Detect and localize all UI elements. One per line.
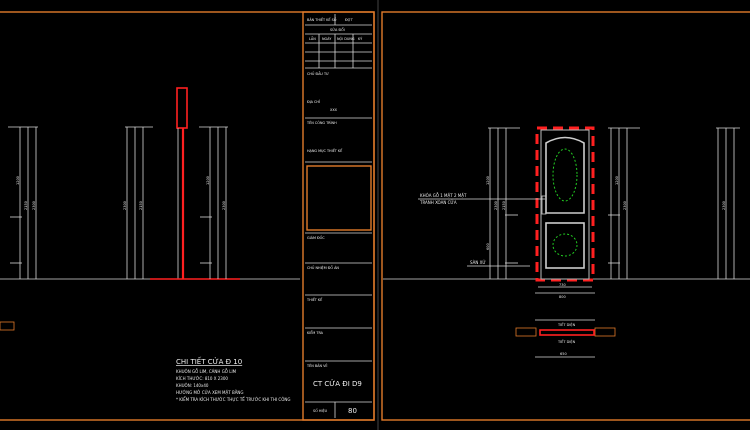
- dim-total: 2300: [623, 201, 627, 210]
- dim-total: 2300: [32, 201, 36, 210]
- dim-leaf: 2150: [139, 201, 143, 210]
- dim-inner-width: 730: [559, 283, 566, 287]
- dim-total: 2300: [222, 201, 226, 210]
- dim-upper: 1200: [615, 176, 619, 185]
- door-elevation: KHÓA GỖ 1 MẶT 2 MẶT TRANH XOAN CỬA SÀN X…: [383, 126, 750, 299]
- field-owner: CHỦ ĐẦU TƯ: [307, 71, 329, 76]
- drawing-name-label: TÊN BẢN VẼ: [306, 363, 328, 368]
- door-section: TIẾT DIỆN TIẾT DIỆN 650: [515, 319, 616, 358]
- notes-title: CHI TIẾT CỬA Đ 10: [176, 356, 242, 366]
- header-left: BẢN THIẾT KẾ SỐ: [307, 16, 337, 22]
- note-line: KHUÔN GỖ LIM, CÁNH GỖ LIM: [176, 369, 237, 374]
- note-line: KHUÔN: 140x40: [176, 383, 209, 388]
- field-item: HẠNG MỤC THIẾT KẾ: [307, 147, 343, 153]
- section-dim: 650: [560, 352, 567, 356]
- field-director: GIÁM ĐỐC: [307, 235, 325, 240]
- dim-total: 2300: [494, 201, 498, 210]
- upper-ornament: [552, 148, 578, 202]
- dim-total: 2300: [722, 201, 726, 210]
- rev-col: NGÀY: [322, 36, 332, 41]
- dim-leaf: 2150: [24, 201, 28, 210]
- header-right: ĐỢT: [345, 18, 354, 22]
- drawing-name: CT CỬA ĐI D9: [313, 379, 362, 388]
- dim-upper: 1200: [206, 176, 210, 185]
- field-lead: CHỦ NHIỆM ĐỒ ÁN: [307, 265, 339, 270]
- field-address: ĐỊA CHỈ: [307, 99, 320, 104]
- note-line: HƯỚNG MỞ CỬA XEM MẶT BẰNG: [176, 390, 244, 395]
- dim-lower: 600: [486, 243, 490, 250]
- revision-title: SỬA ĐỔI: [330, 27, 345, 32]
- field-address-value: XXX: [330, 108, 338, 112]
- handle-note-1: KHÓA GỖ 1 MẶT 2 MẶT: [420, 193, 467, 198]
- rev-col: NỘI DUNG: [337, 36, 355, 41]
- note-line: * KIỂM TRA KÍCH THƯỚC THỰC TẾ TRƯỚC KHI …: [176, 396, 290, 402]
- note-line: KÍCH THƯỚC: 810 X 2300: [176, 376, 228, 381]
- dim-total: 2300: [123, 201, 127, 210]
- dim-upper: 1200: [16, 176, 20, 185]
- rev-col: KÝ: [358, 36, 363, 41]
- right-sheet-frame: [381, 11, 750, 421]
- field-designer: THIẾT KẾ: [306, 296, 323, 302]
- rev-col: LẦN: [309, 36, 316, 41]
- dim-outer-width: 800: [559, 295, 566, 299]
- field-project: TÊN CÔNG TRÌNH: [306, 120, 337, 125]
- dim-upper: 1200: [486, 176, 490, 185]
- handle-icon: [541, 195, 547, 215]
- notes: CHI TIẾT CỬA Đ 10 KHUÔN GỖ LIM, CÁNH GỖ …: [176, 356, 290, 402]
- field-checker: KIỂM TRA: [307, 330, 324, 335]
- section-label-2: TIẾT DIỆN: [557, 338, 576, 344]
- dim-leaf: 2150: [502, 201, 506, 210]
- title-block: BẢN THIẾT KẾ SỐ ĐỢT SỬA ĐỔI LẦN NGÀY NỘI…: [302, 11, 375, 421]
- section-label-1: TIẾT DIỆN: [557, 321, 576, 327]
- handle-note-2: TRANH XOAN CỬA: [419, 200, 457, 205]
- lower-ornament: [552, 233, 578, 257]
- sheet-number: 80: [348, 407, 357, 415]
- sheet-label: SỐ HIỆU: [313, 408, 328, 413]
- left-elevations: 1200 2150 2300 2300 2150 1200 2300: [0, 87, 300, 331]
- floor-note: SÀN XỬ: [470, 260, 486, 265]
